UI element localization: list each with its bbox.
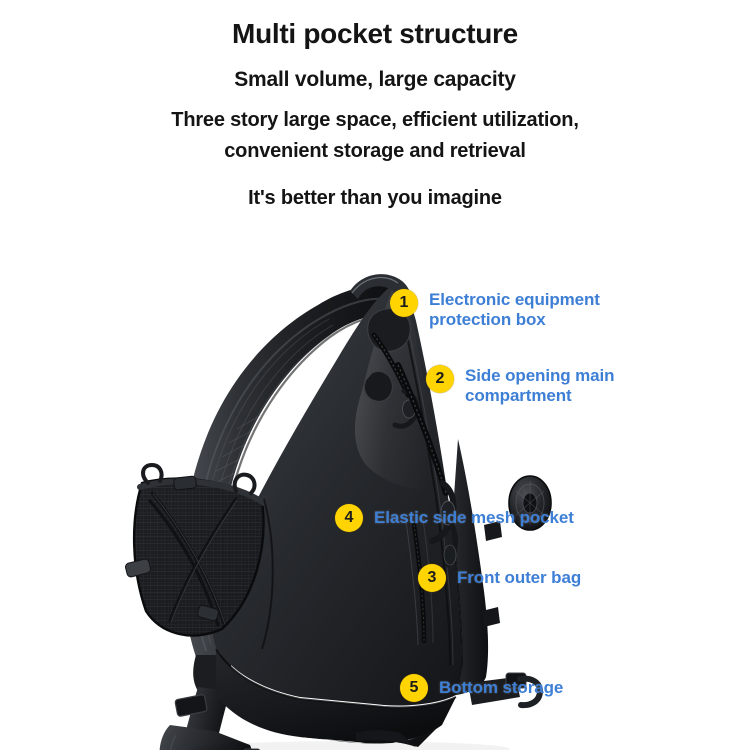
sling-backpack-illustration xyxy=(125,274,552,750)
badge-number-5-icon: 5 xyxy=(400,674,428,702)
page-title: Multi pocket structure xyxy=(232,18,518,49)
description-line-2: convenient storage and retrieval xyxy=(224,139,526,162)
callout-4-line-1: Elastic side mesh pocket xyxy=(374,508,574,528)
badge-number-2-icon: 2 xyxy=(426,365,454,393)
callout-5[interactable]: 5 Bottom storage xyxy=(400,674,563,702)
callout-2[interactable]: 2 Side opening main compartment xyxy=(426,365,615,405)
bag-bottom-panel xyxy=(216,649,456,744)
elastic-mesh-pocket xyxy=(125,462,267,637)
callout-3-label: Front outer bag xyxy=(457,568,581,588)
callout-5-line-1: Bottom storage xyxy=(439,678,564,698)
callout-2-label: Side opening main compartment xyxy=(465,366,615,405)
brand-logo-emblem xyxy=(508,475,552,531)
strap-slider xyxy=(174,694,208,717)
callout-3[interactable]: 3 Front outer bag xyxy=(418,564,581,592)
callout-1-line-1: Electronic equipment xyxy=(429,290,600,309)
badge-number-4-icon: 4 xyxy=(335,504,363,532)
callout-2-line-1: Side opening main xyxy=(465,366,615,385)
badge-number-1-icon: 1 xyxy=(390,289,418,317)
callout-4[interactable]: 4 Elastic side mesh pocket xyxy=(335,504,574,532)
callout-1-line-2: protection box xyxy=(429,309,546,329)
bottom-strap-attachment xyxy=(468,672,544,709)
callout-5-label: Bottom storage xyxy=(439,678,563,698)
page-subtitle: Small volume, large capacity xyxy=(234,68,516,92)
bag-side-panel xyxy=(452,439,489,695)
cord-lock xyxy=(197,604,219,622)
heading-block: Multi pocket structure Small volume, lar… xyxy=(0,0,750,210)
description-line-1: Three story large space, efficient utili… xyxy=(171,109,579,132)
cord-lock xyxy=(125,558,151,578)
badge-number-3-icon: 3 xyxy=(418,564,446,592)
main-compartment-zipper xyxy=(395,362,458,568)
callout-2-line-2: compartment xyxy=(465,385,572,405)
callout-4-label: Elastic side mesh pocket xyxy=(374,508,574,528)
callout-3-line-1: Front outer bag xyxy=(457,568,582,588)
strap-bottom-pad xyxy=(159,725,252,750)
callout-1-label: Electronic equipment protection box xyxy=(429,290,600,329)
callout-1[interactable]: 1 Electronic equipment protection box xyxy=(390,289,600,329)
tagline: It's better than you imagine xyxy=(248,187,502,210)
top-handle xyxy=(350,274,412,315)
product-photo xyxy=(0,225,750,750)
